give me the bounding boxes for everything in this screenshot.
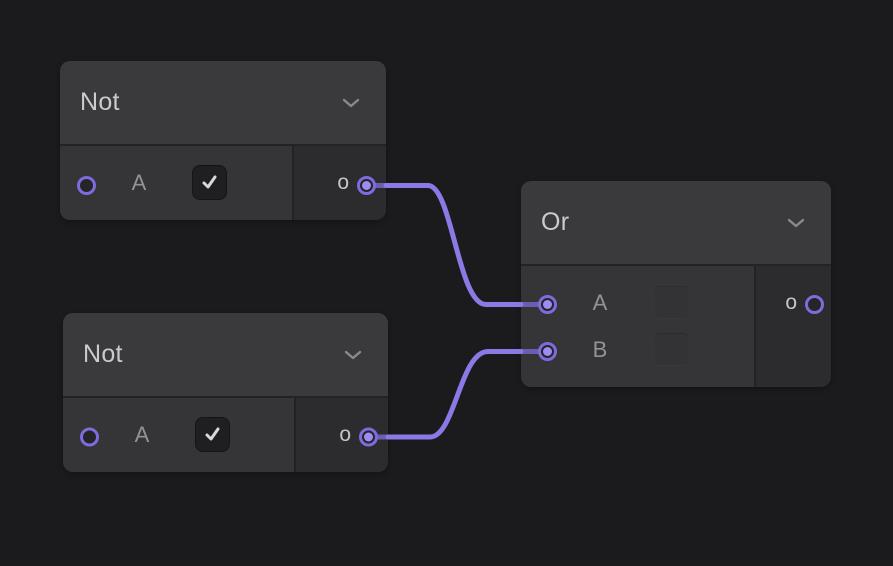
input-label: A xyxy=(592,289,608,315)
wire-not1-to-or-a[interactable] xyxy=(383,183,524,307)
chevron-down-icon[interactable] xyxy=(342,98,360,108)
input-row-a: A xyxy=(521,279,754,326)
input-label: B xyxy=(592,336,608,362)
checkmark-icon xyxy=(202,175,217,189)
node-inputs-section: A B xyxy=(521,266,754,387)
port-not2-input-a[interactable] xyxy=(80,427,99,447)
port-or-input-b-dot xyxy=(543,347,552,356)
output-label: o xyxy=(337,170,349,194)
node-header[interactable]: Not xyxy=(60,61,386,146)
node-not-1[interactable]: Not A o xyxy=(60,61,386,220)
output-label: o xyxy=(339,422,351,446)
node-header[interactable]: Not xyxy=(63,313,388,398)
input-label: A xyxy=(134,421,150,447)
input-row-a: A xyxy=(63,411,294,458)
input-row-b: B xyxy=(521,326,754,373)
checkbox-checked[interactable] xyxy=(195,417,230,452)
port-not1-input-a[interactable] xyxy=(77,176,96,195)
checkbox-disabled xyxy=(655,286,688,319)
output-row-o: o xyxy=(296,411,388,458)
checkbox-disabled xyxy=(655,333,688,366)
port-not1-output-o-dot xyxy=(362,181,371,190)
chevron-down-icon[interactable] xyxy=(344,350,362,360)
input-label: A xyxy=(131,169,147,195)
output-row-o: o xyxy=(756,279,831,326)
node-inputs-section: A xyxy=(60,146,292,220)
port-or-input-a-dot xyxy=(543,300,552,309)
node-outputs-section: o xyxy=(754,266,831,387)
node-or-1[interactable]: Or A B o xyxy=(521,181,831,387)
node-title: Or xyxy=(541,208,570,236)
port-or-output-o[interactable] xyxy=(805,295,824,314)
node-title: Not xyxy=(80,88,120,116)
output-row-o: o xyxy=(294,159,386,206)
wire-not2-to-or-b[interactable] xyxy=(385,349,524,440)
checkbox-checked[interactable] xyxy=(192,165,227,200)
output-label: o xyxy=(785,290,797,314)
input-row-a: A xyxy=(60,159,292,206)
chevron-down-icon[interactable] xyxy=(787,218,805,228)
node-header[interactable]: Or xyxy=(521,181,831,266)
checkmark-icon xyxy=(205,427,220,441)
node-title: Not xyxy=(83,340,123,368)
port-not2-output-o-dot xyxy=(364,432,373,442)
node-inputs-section: A xyxy=(63,398,294,472)
